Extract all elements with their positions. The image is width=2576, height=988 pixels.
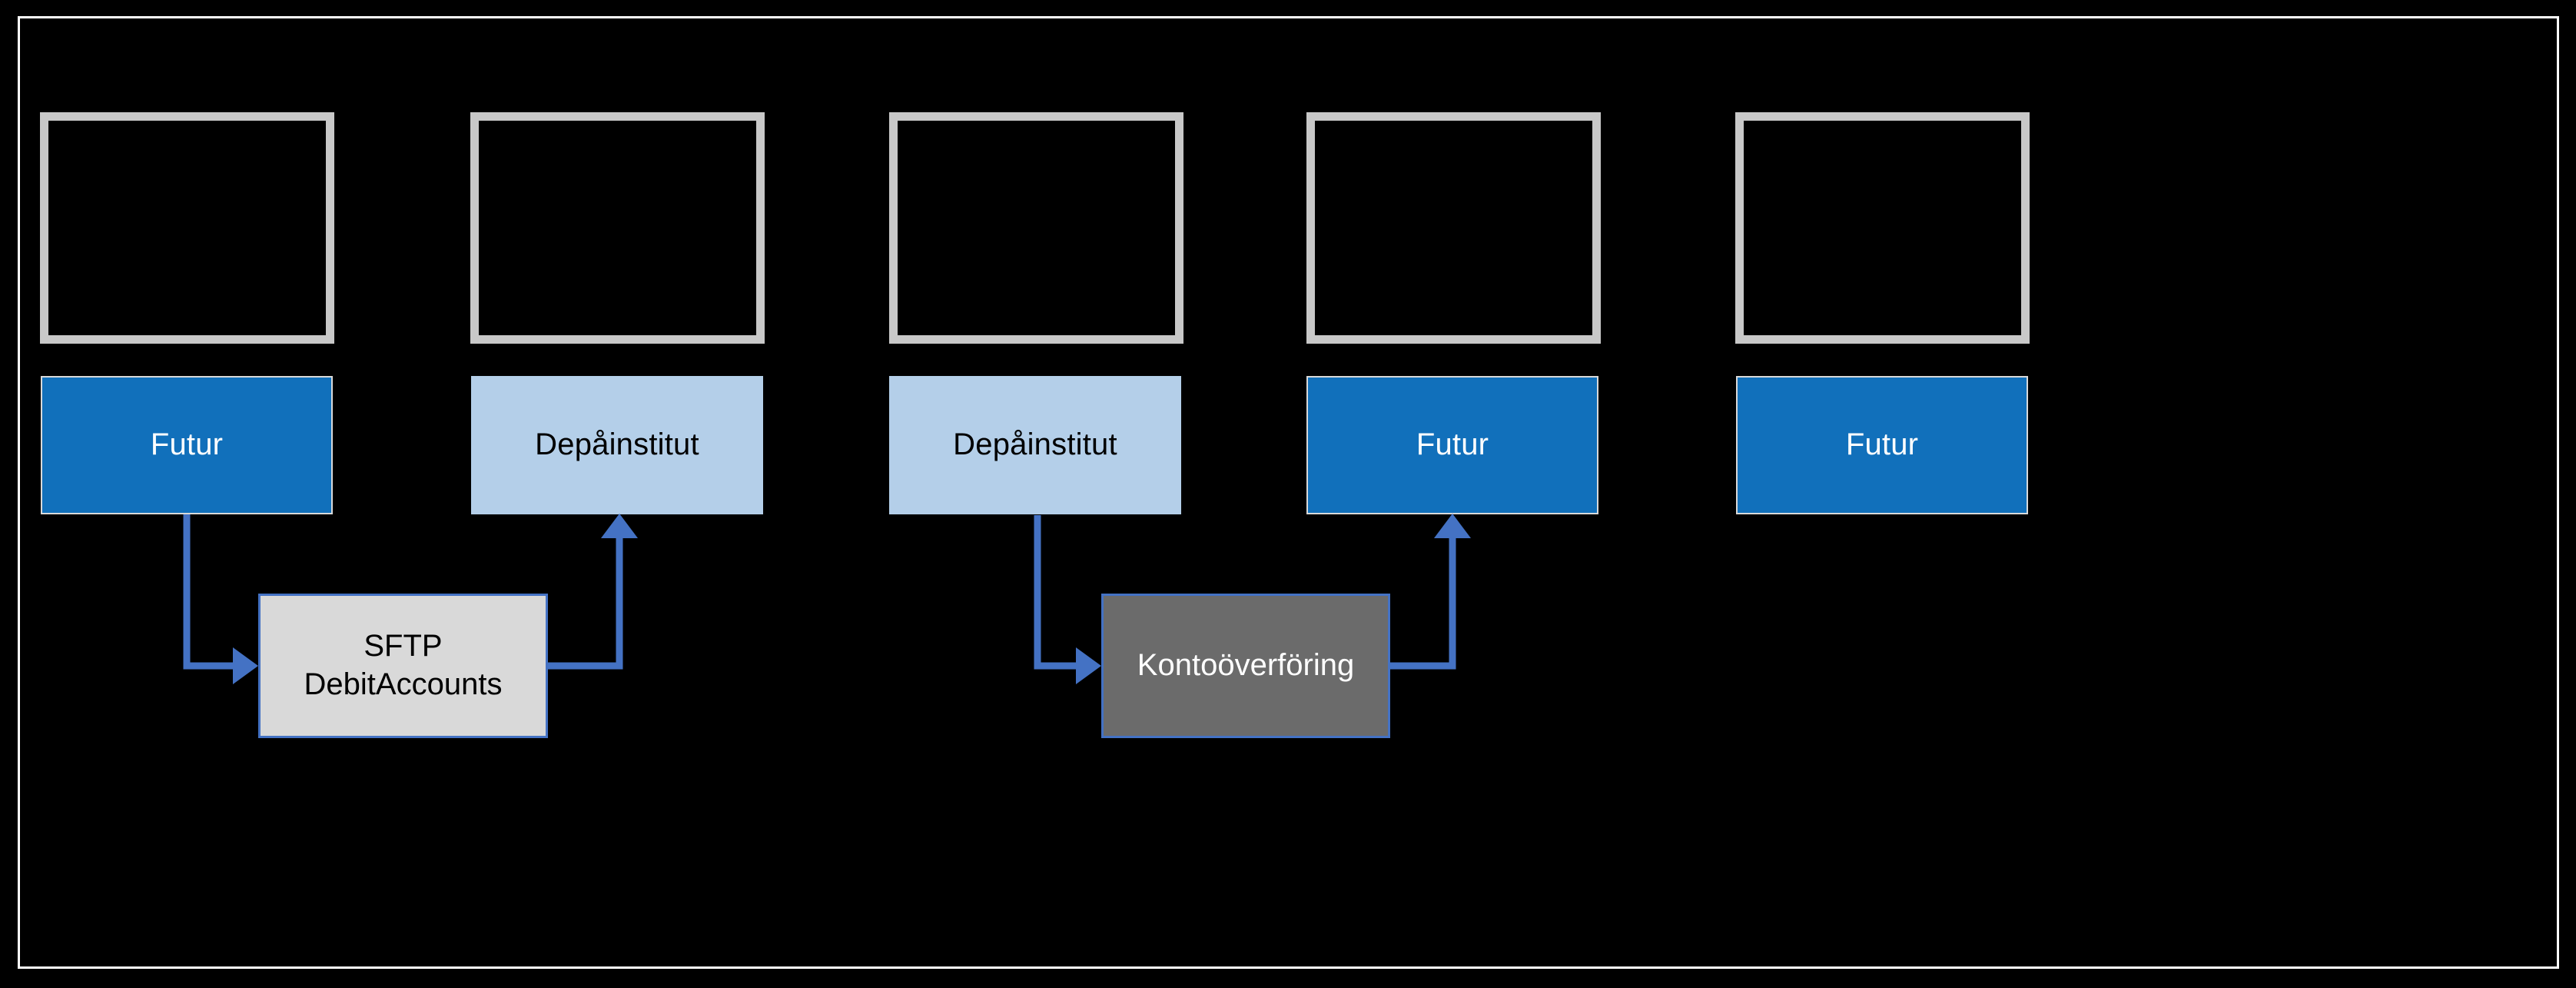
process-box-kontooverforing-label: Kontoöverföring [1137, 647, 1354, 685]
lane-label-text: Depåinstitut [953, 427, 1117, 462]
lane-label-text: Depåinstitut [535, 427, 699, 462]
lane-label-text: Futur [1845, 427, 1919, 462]
lane-label-text: Futur [150, 427, 224, 462]
top-box-1[interactable] [40, 112, 334, 344]
process-box-kontooverforing-line1: Kontoöverföring [1137, 648, 1355, 683]
top-box-3[interactable] [889, 112, 1183, 344]
process-box-kontooverforing[interactable]: Kontoöverföring [1101, 594, 1390, 738]
process-box-sftp-line1: SFTP [363, 629, 443, 664]
lane-label-depainstitut-2[interactable]: Depåinstitut [889, 376, 1181, 514]
lane-label-depainstitut-1[interactable]: Depåinstitut [471, 376, 763, 514]
lane-label-futur-2[interactable]: Futur [1306, 376, 1598, 514]
lane-label-text: Futur [1416, 427, 1489, 462]
process-box-sftp-line2: DebitAccounts [304, 667, 503, 701]
diagram-outer-frame [18, 16, 2559, 969]
process-box-sftp-debitaccounts[interactable]: SFTP DebitAccounts [258, 594, 548, 738]
lane-label-futur-3[interactable]: Futur [1736, 376, 2028, 514]
top-box-4[interactable] [1306, 112, 1601, 344]
top-box-5[interactable] [1735, 112, 2030, 344]
process-box-sftp-label: SFTP DebitAccounts [304, 627, 503, 704]
lane-label-futur-1[interactable]: Futur [41, 376, 333, 514]
top-box-2[interactable] [470, 112, 765, 344]
